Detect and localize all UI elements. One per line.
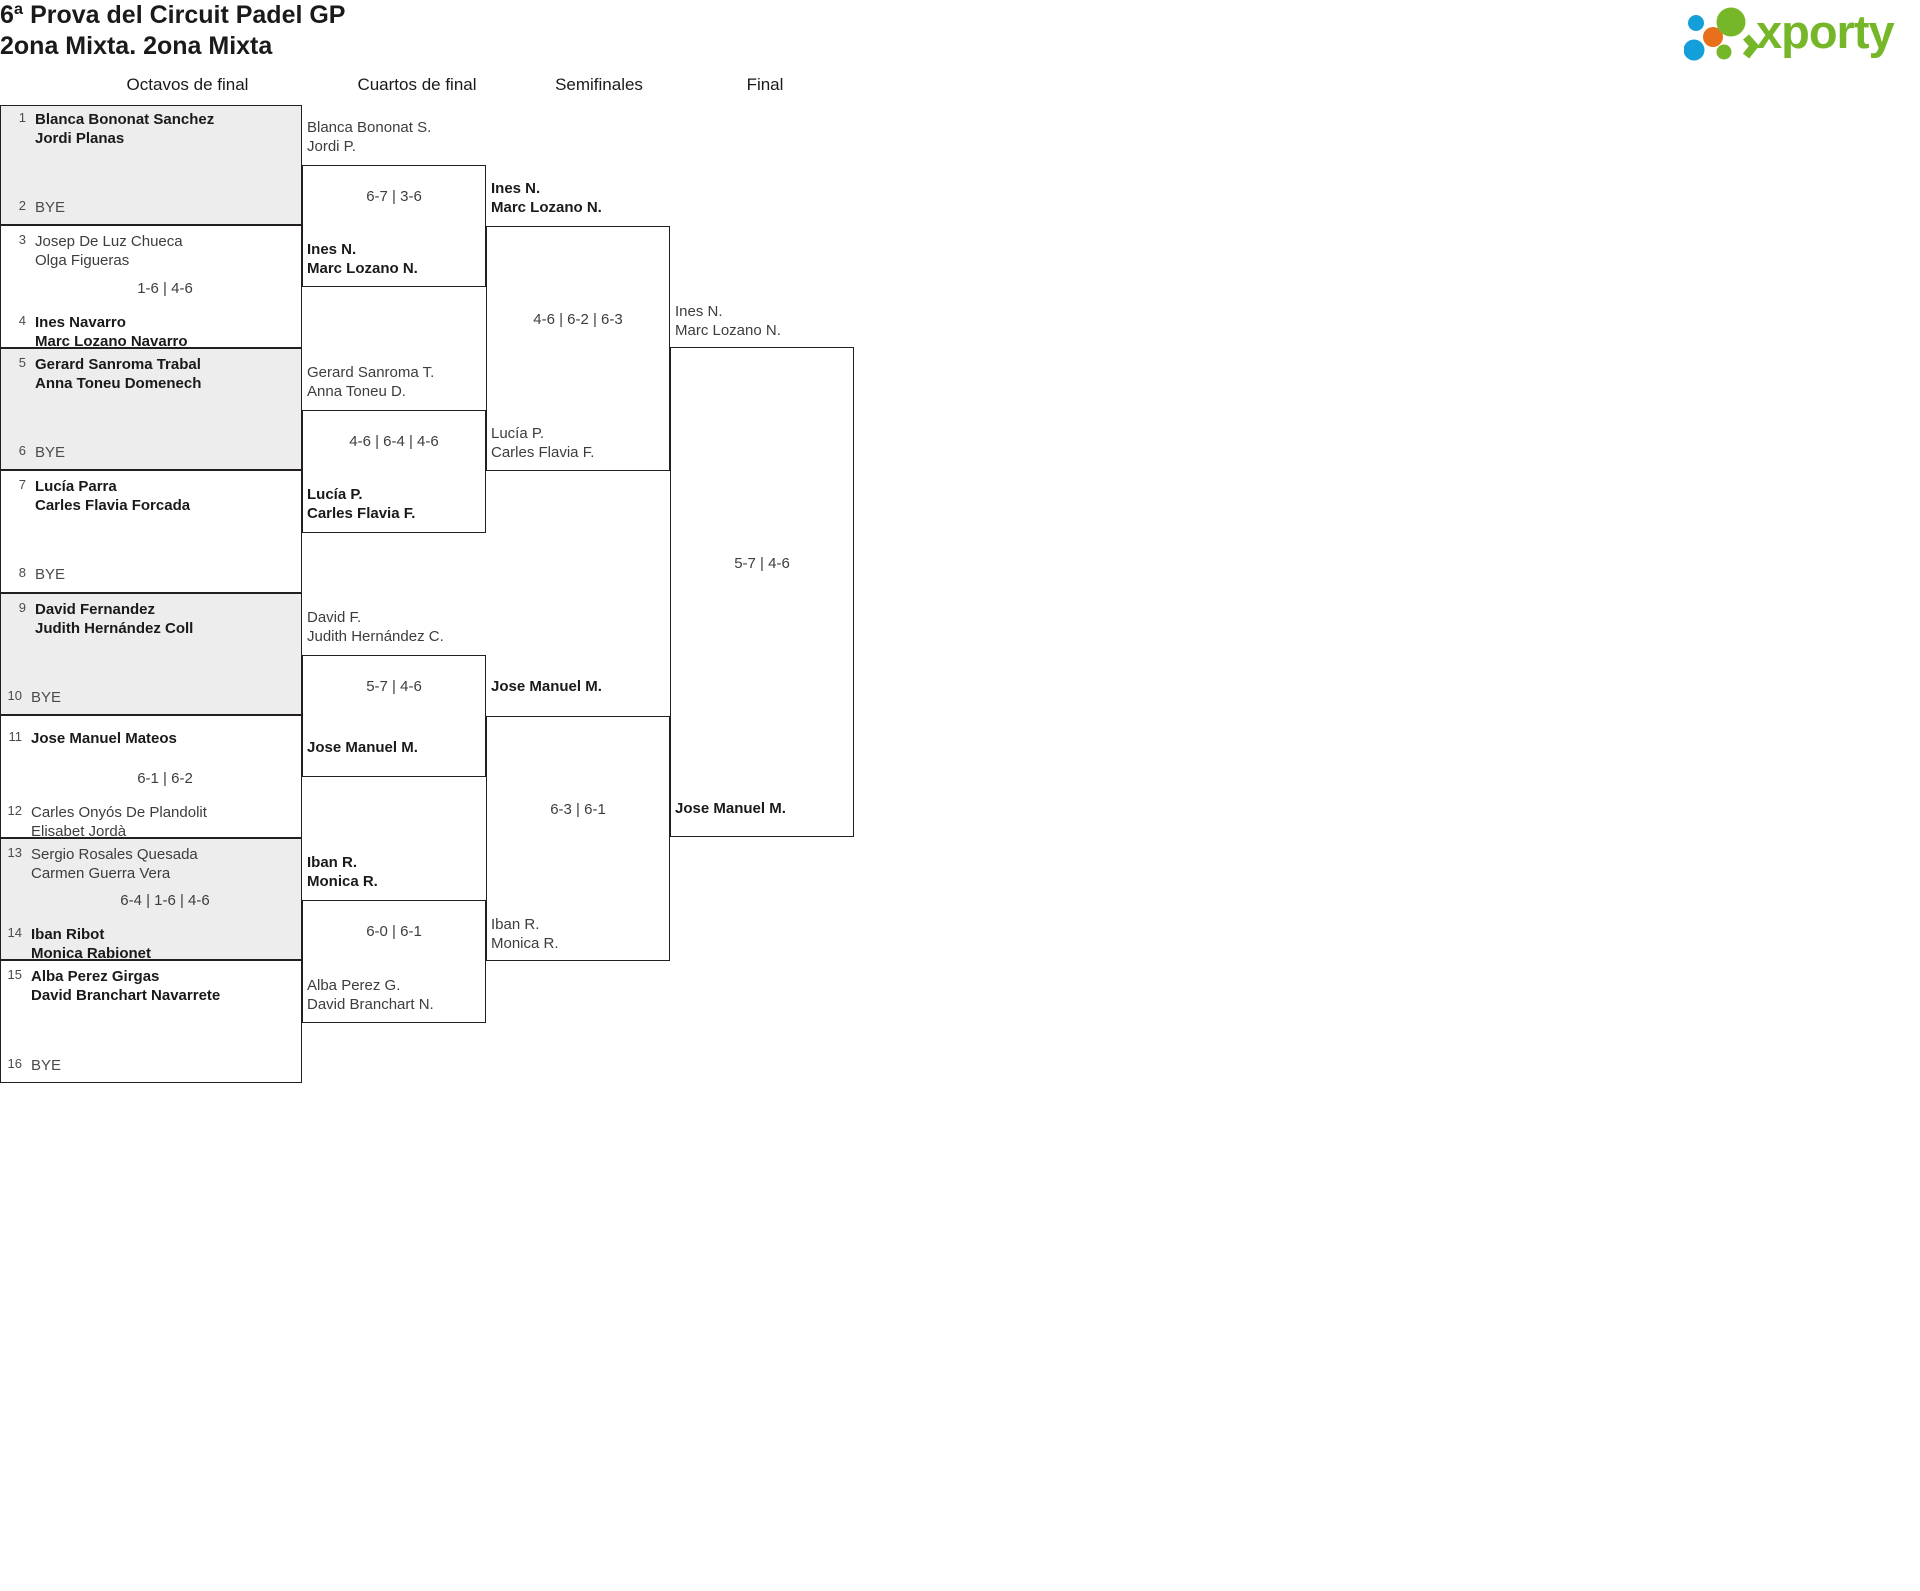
score-r3-1: 4-6 | 6-2 | 6-3	[533, 311, 623, 328]
score-r2-1: 6-7 | 3-6	[366, 188, 422, 205]
seed-number: 9	[18, 600, 26, 615]
seed-number: 13	[7, 845, 22, 860]
seed-row-2[interactable]: 2 BYE	[4, 198, 65, 217]
seed-row-16[interactable]: 16 BYE	[0, 1056, 61, 1075]
seed-row-10[interactable]: 10 BYE	[0, 688, 61, 707]
round-heading-semifinales: Semifinales	[555, 75, 643, 94]
match-box-r2-2[interactable]	[302, 410, 486, 533]
page-title: 6ª Prova del Circuit Padel GP 2ona Mixta…	[0, 0, 900, 62]
xporty-logo[interactable]: xporty	[1684, 5, 1912, 62]
seed-names: BYE	[31, 1057, 62, 1074]
score-r4-final: 5-7 | 4-6	[734, 555, 790, 572]
seed-number: 3	[18, 232, 26, 247]
match-box-r1-8[interactable]	[0, 960, 302, 1083]
player-r3-2-top: Jose Manuel M.	[491, 678, 602, 695]
score-r2-4: 6-0 | 6-1	[366, 923, 422, 940]
seed-number: 16	[7, 1056, 22, 1071]
seed-number: 8	[18, 565, 26, 580]
seed-row-8[interactable]: 8 BYE	[4, 565, 65, 584]
seed-number: 5	[18, 355, 26, 370]
match-box-r1-6[interactable]	[0, 715, 302, 838]
seed-names: BYE	[31, 689, 62, 706]
round-heading-octavos: Octavos de final	[126, 75, 249, 94]
player-r3-2-bottom: Iban R.Monica R.	[491, 916, 559, 952]
player-r2-4-top: Iban R.Monica R.	[307, 854, 378, 890]
logo-dots-icon	[1684, 7, 1758, 61]
match-box-r1-7[interactable]	[0, 838, 302, 960]
match-box-r1-1[interactable]	[0, 105, 302, 225]
logo-wordmark: xporty	[1756, 5, 1895, 58]
seed-number: 4	[18, 313, 26, 328]
player-r2-3-bottom: Jose Manuel M.	[307, 739, 418, 756]
tournament-category: 2ona Mixta. 2ona Mixta	[0, 32, 273, 60]
match-box-r2-4[interactable]	[302, 900, 486, 1023]
player-r3-1-bottom: Lucía P.Carles Flavia F.	[491, 425, 595, 461]
round-heading-final: Final	[746, 75, 784, 94]
score-r2-2: 4-6 | 6-4 | 4-6	[349, 433, 439, 450]
match-box-r3-1[interactable]	[486, 226, 670, 471]
player-r2-3-top: David F.Judith Hernández C.	[307, 609, 444, 645]
player-r2-2-top: Gerard Sanroma T.Anna Toneu D.	[307, 364, 435, 400]
seed-number: 7	[18, 477, 26, 492]
seed-number: 2	[18, 198, 26, 213]
player-r3-1-top: Ines N.Marc Lozano N.	[491, 180, 602, 216]
seed-number: 11	[8, 729, 23, 744]
match-box-r1-4[interactable]	[0, 470, 302, 593]
score-r3-2: 6-3 | 6-1	[550, 801, 606, 818]
seed-number: 10	[7, 688, 22, 703]
match-box-r2-1[interactable]	[302, 165, 486, 287]
seed-number: 15	[7, 967, 22, 982]
seed-number: 14	[7, 925, 22, 940]
tournament-name: 6ª Prova del Circuit Padel GP	[0, 1, 346, 29]
seed-names: Jose Manuel Mateos	[31, 730, 177, 747]
match-box-r1-2[interactable]	[0, 225, 302, 348]
seed-number: 12	[7, 803, 22, 818]
round-heading-cuartos: Cuartos de final	[357, 75, 477, 94]
seed-row-6[interactable]: 6 BYE	[4, 443, 65, 462]
match-box-r1-5[interactable]	[0, 593, 302, 715]
player-r2-4-bottom: Alba Perez G.David Branchart N.	[307, 977, 434, 1013]
player-r2-1-bottom: Ines N.Marc Lozano N.	[307, 241, 418, 277]
match-box-r4-final[interactable]	[670, 347, 854, 837]
match-box-r3-2[interactable]	[486, 716, 670, 961]
player-r4-top: Ines N.Marc Lozano N.	[675, 303, 781, 339]
match-box-r1-3[interactable]	[0, 348, 302, 470]
seed-names: BYE	[35, 566, 66, 583]
player-r4-bottom: Jose Manuel M.	[675, 800, 786, 817]
score-r1-7: 6-4 | 1-6 | 4-6	[120, 892, 210, 909]
seed-names: BYE	[35, 444, 66, 461]
score-r1-6: 6-1 | 6-2	[137, 770, 193, 787]
score-r2-3: 5-7 | 4-6	[366, 678, 422, 695]
player-r2-1-top: Blanca Bononat S.Jordi P.	[307, 119, 432, 155]
score-r1-2: 1-6 | 4-6	[137, 280, 193, 297]
seed-number: 6	[18, 443, 26, 458]
player-r2-2-bottom: Lucía P.Carles Flavia F.	[307, 486, 416, 522]
seed-row-11[interactable]: 11 Jose Manuel Mateos	[0, 729, 177, 748]
seed-number: 1	[18, 110, 26, 125]
match-box-r2-3[interactable]	[302, 655, 486, 777]
seed-names: BYE	[35, 199, 66, 216]
